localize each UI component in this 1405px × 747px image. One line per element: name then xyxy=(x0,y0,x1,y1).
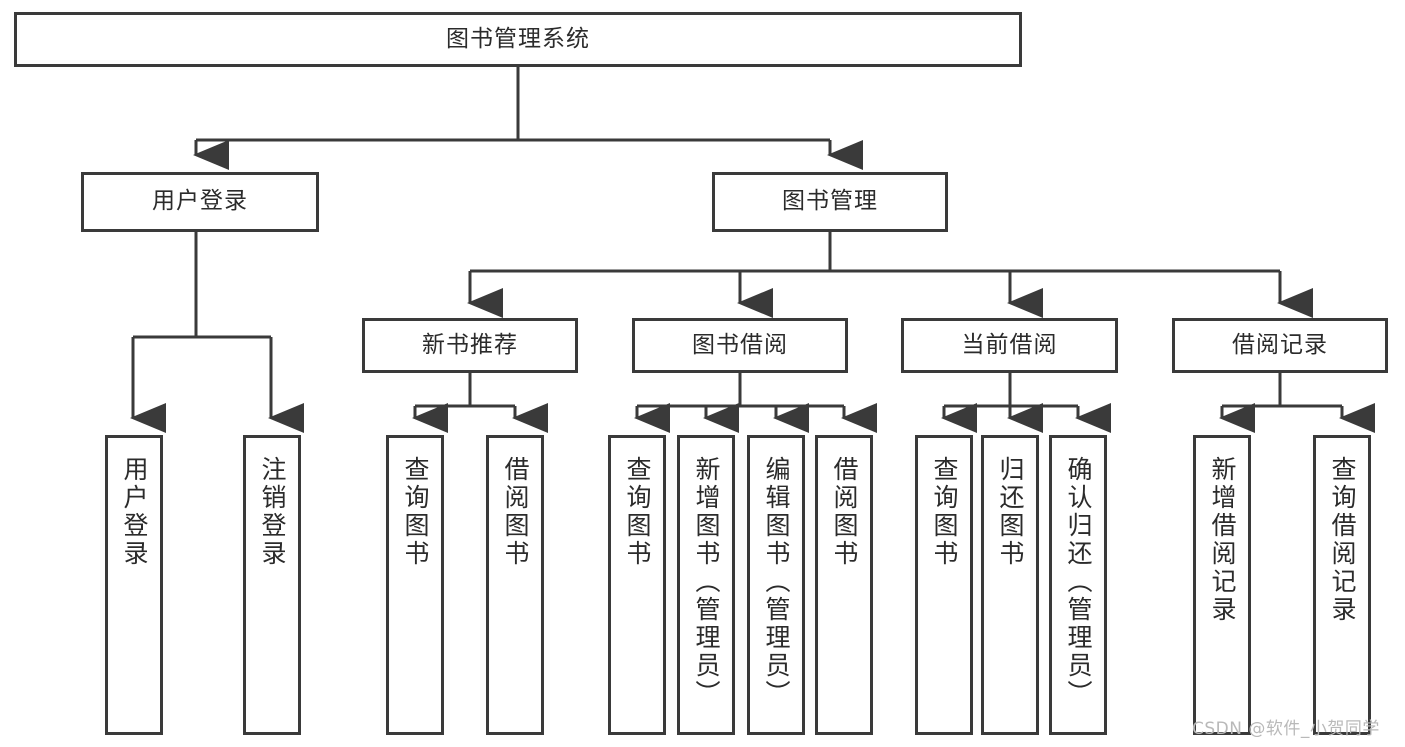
leaf-label: 借阅图书 xyxy=(830,456,859,568)
leaf-user-login-logout[interactable]: 注销登录 xyxy=(243,435,301,735)
leaf-label: 归还图书 xyxy=(996,456,1025,568)
node-label: 当前借阅 xyxy=(961,331,1058,358)
watermark-text: CSDN @软件_小贺同学 xyxy=(1192,719,1380,739)
node-label: 图书管理系统 xyxy=(446,25,590,52)
leaf-label: 用户登录 xyxy=(120,456,149,568)
leaf-label: 注销登录 xyxy=(258,456,287,568)
leaf-record-query-record[interactable]: 查询借阅记录 xyxy=(1313,435,1371,735)
leaf-record-add-record[interactable]: 新增借阅记录 xyxy=(1193,435,1251,735)
node-label: 新书推荐 xyxy=(422,331,518,358)
leaf-current-query-book[interactable]: 查询图书 xyxy=(915,435,973,735)
leaf-label: 借阅图书 xyxy=(501,456,530,568)
leaf-label: 确认归还（管理员） xyxy=(1064,456,1093,708)
node-root-book-management-system[interactable]: 图书管理系统 xyxy=(14,12,1022,67)
node-book-borrow[interactable]: 图书借阅 xyxy=(632,318,848,373)
leaf-current-return-book[interactable]: 归还图书 xyxy=(981,435,1039,735)
leaf-borrow-borrow-book[interactable]: 借阅图书 xyxy=(815,435,873,735)
leaf-label: 新增图书（管理员） xyxy=(692,456,721,708)
leaf-new-book-query[interactable]: 查询图书 xyxy=(386,435,444,735)
node-label: 用户登录 xyxy=(152,188,248,215)
node-new-book-recommend[interactable]: 新书推荐 xyxy=(362,318,578,373)
leaf-borrow-edit-book-admin[interactable]: 编辑图书（管理员） xyxy=(747,435,805,735)
leaf-label: 新增借阅记录 xyxy=(1208,456,1237,624)
node-book-management[interactable]: 图书管理 xyxy=(712,172,948,232)
node-label: 借阅记录 xyxy=(1232,331,1328,358)
leaf-label: 编辑图书（管理员） xyxy=(762,456,791,708)
node-borrow-record[interactable]: 借阅记录 xyxy=(1172,318,1388,373)
node-current-borrow[interactable]: 当前借阅 xyxy=(901,318,1118,373)
leaf-new-book-borrow[interactable]: 借阅图书 xyxy=(486,435,544,735)
node-user-login[interactable]: 用户登录 xyxy=(81,172,319,232)
leaf-borrow-query-book[interactable]: 查询图书 xyxy=(608,435,666,735)
node-label: 图书管理 xyxy=(782,188,878,215)
leaf-label: 查询图书 xyxy=(930,456,959,568)
leaf-current-confirm-return-admin[interactable]: 确认归还（管理员） xyxy=(1049,435,1107,735)
leaf-user-login-login[interactable]: 用户登录 xyxy=(105,435,163,735)
leaf-label: 查询图书 xyxy=(401,456,430,568)
leaf-label: 查询借阅记录 xyxy=(1328,456,1357,624)
node-label: 图书借阅 xyxy=(692,331,788,358)
leaf-borrow-add-book-admin[interactable]: 新增图书（管理员） xyxy=(677,435,735,735)
leaf-label: 查询图书 xyxy=(623,456,652,568)
